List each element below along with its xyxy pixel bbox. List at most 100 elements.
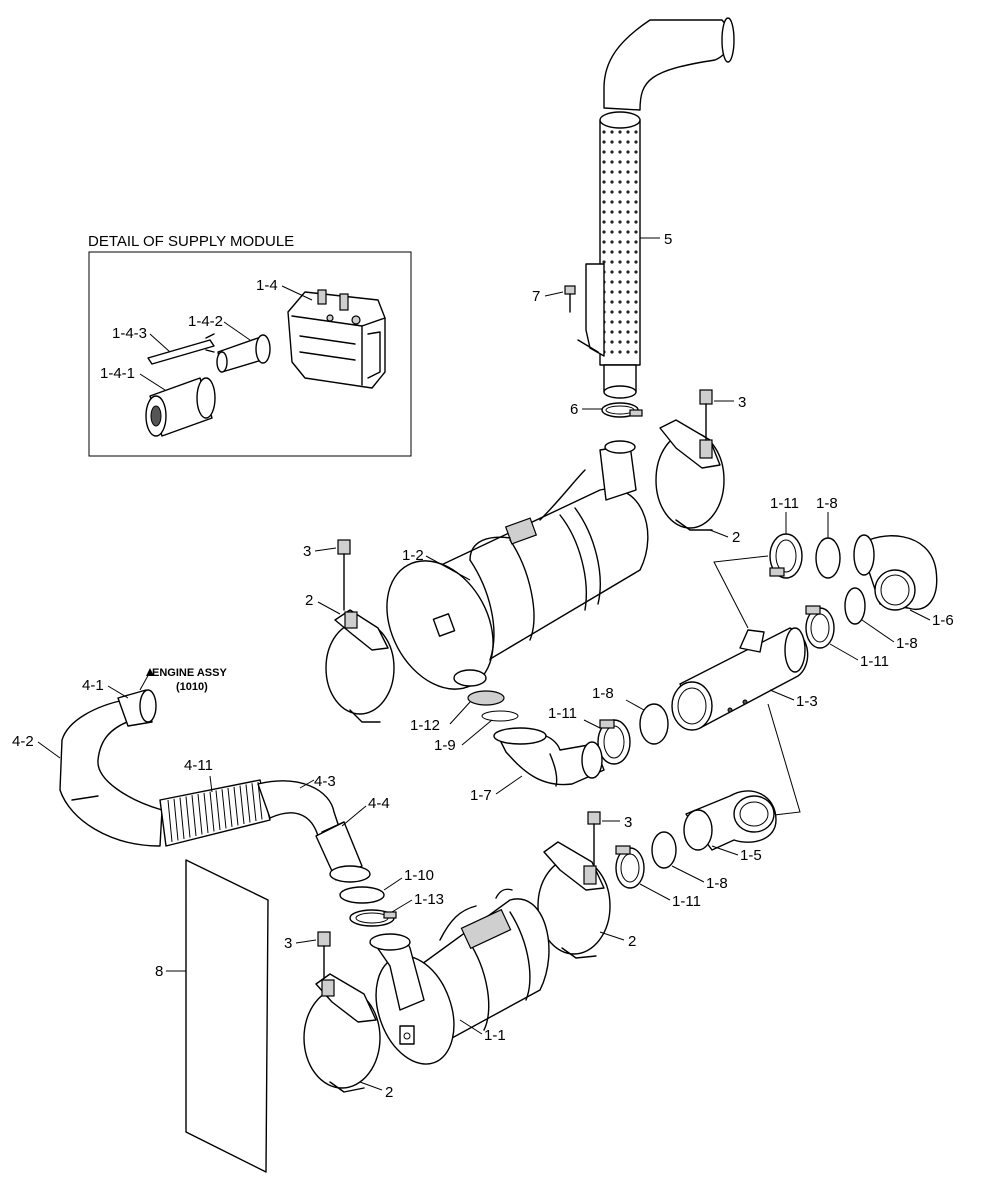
leader-1-1 xyxy=(459,1019,483,1035)
perforation-hole xyxy=(618,290,622,294)
perforation-hole xyxy=(610,270,614,274)
clamp-1-11-mid xyxy=(805,605,835,649)
perforation-hole xyxy=(618,230,622,234)
perforation-hole xyxy=(610,140,614,144)
band-clamp-upper-right xyxy=(655,419,725,531)
perforation-hole xyxy=(618,140,622,144)
leader-1-13 xyxy=(391,899,413,913)
gasket-1-9-part xyxy=(481,710,519,722)
perforation-hole xyxy=(626,180,630,184)
ring-1-8-lower xyxy=(639,703,669,745)
perforation-hole xyxy=(634,150,638,154)
leader-3-d xyxy=(295,939,317,944)
flange-4-1-part xyxy=(117,689,157,727)
perforation-hole xyxy=(634,320,638,324)
perforation-hole xyxy=(626,280,630,284)
perforation-hole xyxy=(634,310,638,314)
perforation-hole xyxy=(618,270,622,274)
perforation-hole xyxy=(602,180,606,184)
perforation-hole xyxy=(626,330,630,334)
perforation-hole xyxy=(610,170,614,174)
label-1-11-c: 1-11 xyxy=(548,705,577,722)
perforation-hole xyxy=(602,150,606,154)
leader-3-a xyxy=(314,547,337,552)
leader-1-4-3 xyxy=(149,333,171,353)
leader-1-11-c xyxy=(583,719,601,729)
leader-4-11 xyxy=(209,775,213,793)
flex-bellows-4-11-part xyxy=(159,779,271,847)
label-5: 5 xyxy=(664,231,672,248)
bellows-rib xyxy=(227,787,233,828)
bellows-rib xyxy=(203,792,209,834)
leader-1-4-1 xyxy=(139,373,166,391)
supply-module-part xyxy=(287,289,386,389)
perforation-hole xyxy=(610,230,614,234)
band-clamp-upper-left xyxy=(325,609,395,723)
perforation-hole xyxy=(602,170,606,174)
perforation-hole xyxy=(610,320,614,324)
filter-cartridge-part xyxy=(145,377,216,437)
leader-4-1 xyxy=(107,685,129,699)
perforation-hole xyxy=(618,300,622,304)
perforation-hole xyxy=(618,340,622,344)
label-4-3: 4-3 xyxy=(314,773,336,790)
label-3-a: 3 xyxy=(303,543,311,560)
perforation-hole xyxy=(626,150,630,154)
bellows-rib xyxy=(185,796,191,838)
perforation-hole xyxy=(618,320,622,324)
perforation-hole xyxy=(610,180,614,184)
label-3-b: 3 xyxy=(738,394,746,411)
leader-1-5 xyxy=(711,845,739,856)
leader-1-3-upper xyxy=(713,555,769,629)
perforation-hole xyxy=(602,160,606,164)
perforation-hole xyxy=(634,270,638,274)
leader-1-3 xyxy=(769,689,795,701)
perforation-hole xyxy=(634,230,638,234)
filter-element-part xyxy=(216,334,271,373)
perforation-hole xyxy=(602,240,606,244)
perforation-hole xyxy=(610,150,614,154)
perforation-hole xyxy=(634,340,638,344)
engine-note-line2: (1010) xyxy=(176,681,208,693)
perforation-hole xyxy=(618,260,622,264)
perforation-hole xyxy=(610,280,614,284)
perforation-hole xyxy=(618,310,622,314)
perforation-hole xyxy=(626,190,630,194)
gasket-1-12-part xyxy=(467,690,505,706)
perforation-hole xyxy=(626,270,630,274)
leader-1-2 xyxy=(425,555,471,581)
perforation-hole xyxy=(634,170,638,174)
label-2-d: 2 xyxy=(385,1084,393,1101)
perforation-hole xyxy=(602,250,606,254)
perforation-hole xyxy=(610,310,614,314)
bellows-rib xyxy=(209,791,215,832)
perforation-hole xyxy=(634,350,638,354)
bellows-rib xyxy=(233,786,239,826)
leader-4-4 xyxy=(341,805,367,827)
bolt-3-upper-right xyxy=(699,389,713,441)
bolt-7-part xyxy=(564,285,576,313)
perforation-hole xyxy=(634,290,638,294)
label-1-9: 1-9 xyxy=(434,737,456,754)
perforation-hole xyxy=(618,240,622,244)
perforation-hole xyxy=(610,350,614,354)
exhaust-pipe-4-3-part xyxy=(257,780,371,883)
perforation-hole xyxy=(618,280,622,284)
ring-1-8-top xyxy=(815,537,841,579)
perforation-hole xyxy=(610,190,614,194)
clamp-1-13-part xyxy=(349,909,397,927)
detail-title: DETAIL OF SUPPLY MODULE xyxy=(88,233,294,250)
heat-shield-8-part xyxy=(185,859,269,1173)
y-pipe-1-3-part xyxy=(671,627,809,731)
perforation-hole xyxy=(634,260,638,264)
bellows-rib xyxy=(191,795,197,837)
perforation-hole xyxy=(610,160,614,164)
label-1-4-3: 1-4-3 xyxy=(112,325,147,342)
tool-part xyxy=(147,333,215,365)
clamp-6-part xyxy=(601,402,643,418)
leader-2-d xyxy=(359,1081,383,1091)
bellows-rib xyxy=(173,798,179,841)
label-7: 7 xyxy=(532,288,540,305)
leader-1-3-lower xyxy=(765,703,801,817)
label-1-13: 1-13 xyxy=(414,891,444,908)
